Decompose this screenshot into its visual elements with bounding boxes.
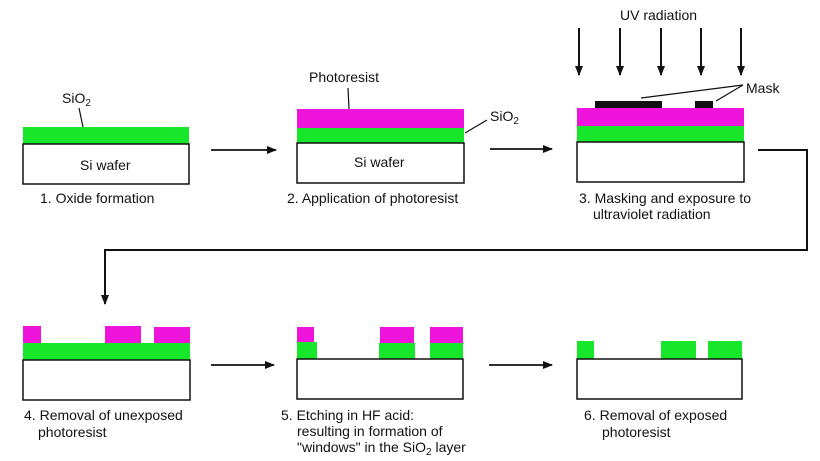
step4-caption-line1: 4. Removal of unexposed bbox=[24, 407, 183, 423]
step5-oxide-island bbox=[379, 343, 415, 359]
arrow-3-to-4 bbox=[101, 149, 808, 305]
uv-radiation-label: UV radiation bbox=[620, 7, 697, 23]
step-1-oxide-formation: Si wafer SiO2 1. Oxide formation bbox=[22, 90, 190, 206]
mask-leader-2 bbox=[715, 84, 744, 102]
step1-oxide-layer bbox=[23, 127, 189, 144]
step2-si-wafer bbox=[296, 142, 465, 184]
step1-sio2-label: SiO2 bbox=[62, 90, 91, 109]
mask-leader-1 bbox=[640, 84, 744, 99]
step-5-etching-in-hf-acid: 5. Etching in HF acid: resulting in form… bbox=[281, 327, 466, 458]
step2-sio2-leader bbox=[464, 119, 488, 134]
step1-wafer-label: Si wafer bbox=[80, 157, 131, 173]
step-6-removal-of-exposed-photoresist: 6. Removal of exposed photoresist bbox=[576, 341, 743, 440]
mask-label: Mask bbox=[746, 80, 780, 96]
uv-arrows bbox=[575, 28, 745, 76]
step6-oxide-island bbox=[661, 341, 696, 359]
step1-si-wafer bbox=[22, 143, 190, 185]
step2-photoresist-layer bbox=[297, 109, 464, 128]
step5-photoresist-island bbox=[430, 327, 463, 343]
step2-caption: 2. Application of photoresist bbox=[287, 190, 458, 206]
step-4-removal-of-unexposed-photoresist: 4. Removal of unexposed photoresist bbox=[22, 326, 191, 440]
step-3-masking-and-exposure: UV radiation Mask 3. Masking and exposur… bbox=[575, 7, 780, 222]
step5-oxide-island bbox=[430, 343, 463, 359]
step2-photoresist-leader bbox=[347, 87, 350, 110]
step5-caption-line1: 5. Etching in HF acid: bbox=[281, 407, 414, 423]
step4-caption-line2: photoresist bbox=[38, 424, 107, 440]
step3-caption-line2: ultraviolet radiation bbox=[593, 206, 711, 222]
step2-photoresist-label: Photoresist bbox=[309, 69, 379, 85]
step2-wafer-label: Si wafer bbox=[354, 154, 405, 170]
step1-caption: 1. Oxide formation bbox=[40, 190, 154, 206]
step6-si-wafer bbox=[576, 358, 743, 400]
step5-caption-line2: resulting in formation of bbox=[297, 423, 443, 439]
step5-photoresist-island bbox=[380, 327, 414, 343]
step5-oxide-island bbox=[297, 342, 317, 359]
step6-caption-line2: photoresist bbox=[602, 424, 671, 440]
mask-segment-large bbox=[595, 101, 662, 108]
step6-oxide-island bbox=[577, 341, 594, 359]
mask-segment-small bbox=[695, 101, 713, 108]
step3-si-wafer bbox=[576, 141, 745, 183]
step4-photoresist-island bbox=[23, 326, 41, 343]
step3-photoresist-layer bbox=[577, 108, 744, 126]
step6-caption-line1: 6. Removal of exposed bbox=[584, 407, 727, 423]
step4-si-wafer bbox=[22, 359, 191, 401]
step4-photoresist-island bbox=[154, 327, 190, 344]
step4-photoresist-island bbox=[105, 326, 141, 343]
step1-sio2-leader bbox=[78, 107, 84, 128]
step2-oxide-layer bbox=[297, 128, 464, 143]
step4-oxide-layer bbox=[23, 343, 190, 360]
step5-caption-line3: "windows" in the SiO2 layer bbox=[297, 439, 466, 458]
step5-si-wafer bbox=[296, 358, 464, 400]
step-2-application-of-photoresist: Si wafer Photoresist SiO2 2. Application… bbox=[287, 69, 519, 206]
step6-oxide-island bbox=[708, 341, 742, 359]
step5-photoresist-island bbox=[297, 327, 314, 342]
step2-sio2-label: SiO2 bbox=[490, 108, 519, 127]
step3-caption-line1: 3. Masking and exposure to bbox=[579, 190, 751, 206]
step3-oxide-layer bbox=[577, 126, 744, 142]
